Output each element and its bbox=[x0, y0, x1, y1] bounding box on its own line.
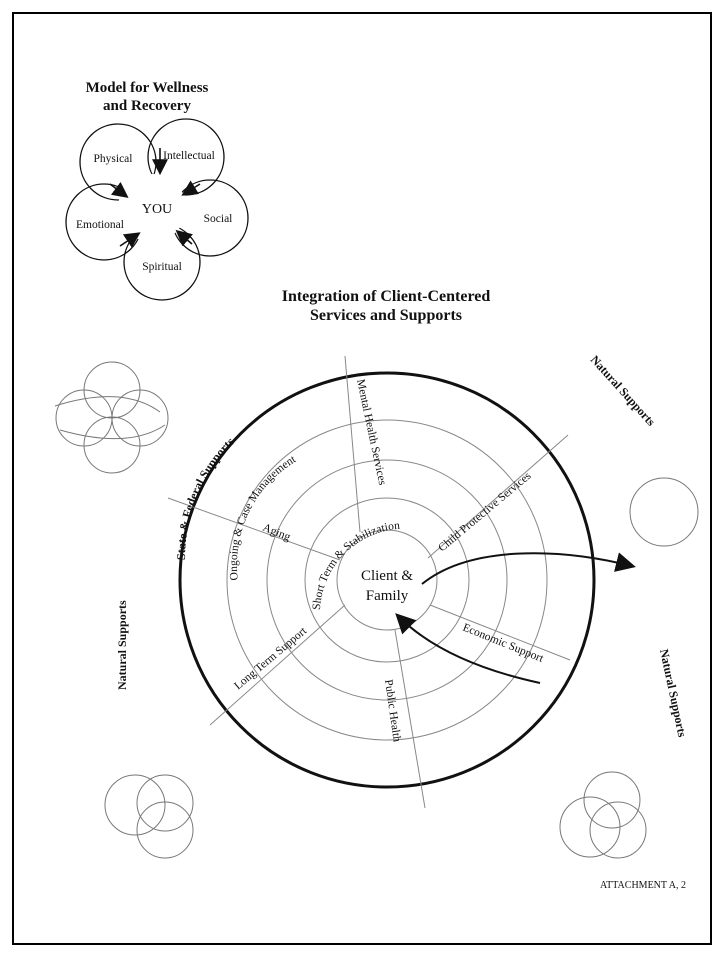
decorative-cluster-bottom-left bbox=[104, 774, 194, 859]
arrow-emotional bbox=[119, 232, 141, 248]
spoke-aging bbox=[167, 497, 341, 561]
arrow-physical bbox=[109, 181, 129, 198]
ring3-label-ongoing: Ongoing & Case Management bbox=[228, 453, 299, 581]
outer-ring bbox=[178, 371, 596, 789]
center-label-line2: Family bbox=[366, 588, 409, 604]
natural-supports-left: Natural Supports bbox=[115, 600, 129, 690]
decorative-cluster-top-left bbox=[54, 361, 169, 474]
decorative-cluster-bottom-right bbox=[559, 771, 647, 859]
spoke-label-public-health: Public Health bbox=[382, 679, 403, 743]
spoke-label-mental-health: Mental Health Services bbox=[354, 378, 388, 487]
ring-2 bbox=[266, 459, 508, 701]
ring-3 bbox=[226, 419, 548, 741]
outer-ring-label: State & Federal Supports bbox=[174, 434, 237, 560]
natural-supports-top-right: Natural Supports bbox=[588, 353, 659, 429]
page-frame bbox=[12, 12, 712, 945]
arrow-in-from-natural-supports bbox=[395, 613, 541, 684]
spoke-economic bbox=[429, 604, 571, 661]
integration-title-line1: Integration of Client-Centered bbox=[282, 288, 491, 305]
ring2-label-long-term: Long Term Support bbox=[232, 625, 310, 693]
arrow-spiritual bbox=[175, 229, 193, 247]
decorative-circle-right bbox=[629, 477, 699, 547]
spoke-long-term bbox=[209, 604, 346, 726]
spoke-public-health bbox=[394, 629, 426, 809]
wellness-title-line1: Model for Wellness bbox=[86, 80, 209, 96]
footer-attachment: ATTACHMENT A, 2 bbox=[600, 880, 686, 891]
petal-label-social: Social bbox=[204, 213, 233, 225]
natural-supports-bottom-right: Natural Supports bbox=[657, 648, 689, 739]
spoke-label-child-protective: Child Protective Services bbox=[436, 470, 534, 555]
spoke-label-economic: Economic Support bbox=[461, 622, 546, 666]
center-circle bbox=[336, 529, 438, 631]
petal-label-physical: Physical bbox=[94, 153, 133, 165]
petal-label-intellectual: Intellectual bbox=[163, 150, 215, 162]
integration-title-line2: Services and Supports bbox=[310, 307, 462, 324]
center-label-line1: Client & bbox=[361, 568, 413, 584]
integration-diagram: Client & Family State & Federal Supports… bbox=[167, 355, 636, 809]
spoke-child-protective bbox=[427, 434, 569, 559]
wellness-center-you: YOU bbox=[142, 202, 172, 217]
petal-label-emotional: Emotional bbox=[76, 219, 124, 231]
spoke-mental-health bbox=[344, 355, 361, 533]
arrow-out-to-natural-supports bbox=[421, 552, 636, 585]
ring-1 bbox=[304, 497, 470, 663]
arrow-social bbox=[181, 180, 201, 196]
ring2-label-aging: Aging bbox=[261, 522, 292, 544]
wellness-model: Model for Wellness and Recovery Physical… bbox=[65, 80, 249, 301]
wellness-title-line2: and Recovery bbox=[103, 98, 191, 114]
petal-label-spiritual: Spiritual bbox=[142, 261, 182, 273]
